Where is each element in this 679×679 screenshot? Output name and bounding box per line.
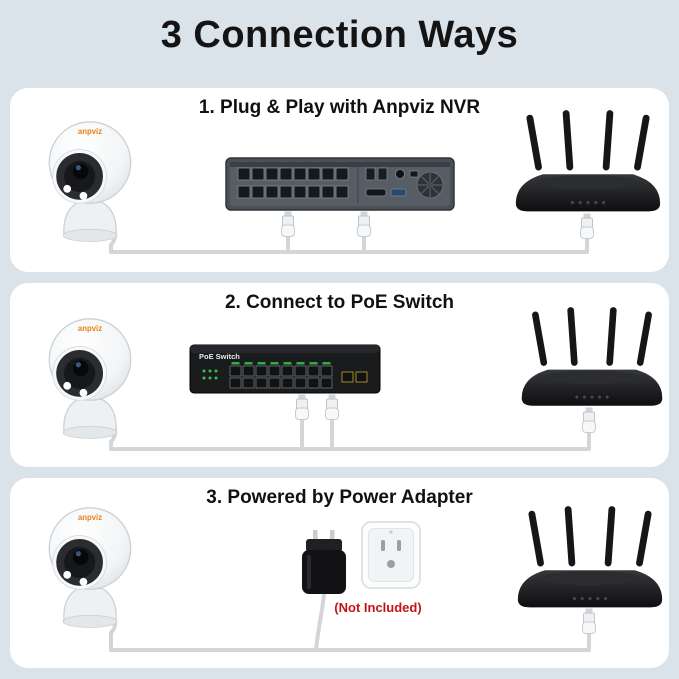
dome-camera bbox=[47, 121, 132, 243]
section-2-title: 2. Connect to PoE Switch bbox=[224, 292, 455, 313]
rj45-connector bbox=[582, 608, 596, 634]
rj45-connector bbox=[357, 211, 371, 237]
rj45-connector bbox=[281, 211, 295, 237]
nvr-port-grid bbox=[237, 167, 349, 199]
outlet-ground-hole bbox=[387, 560, 395, 568]
not-included-note: (Not Included) bbox=[334, 600, 421, 615]
ethernet-cables bbox=[102, 415, 591, 451]
adapter-highlight bbox=[307, 555, 311, 589]
adapter-prongs bbox=[313, 530, 335, 541]
panel-power-adapter: 3. Powered by Power Adapter bbox=[10, 478, 669, 668]
outlet-slots bbox=[381, 540, 401, 551]
dome-camera bbox=[47, 318, 132, 440]
rj45-connector bbox=[580, 213, 594, 239]
switch-leds bbox=[202, 369, 218, 380]
wifi-router bbox=[521, 306, 663, 406]
panel-plug-and-play-nvr: 1. Plug & Play with Anpviz NVR bbox=[10, 88, 669, 272]
section-3-title: 3. Powered by Power Adapter bbox=[206, 487, 473, 508]
nvr-fan-icon bbox=[416, 171, 444, 199]
nvr-hdmi-port bbox=[365, 188, 387, 197]
diagram-switch-connection: PoE Switch bbox=[47, 306, 663, 451]
switch-port-labels bbox=[231, 362, 331, 365]
switch-label: PoE Switch bbox=[199, 352, 240, 361]
nvr-vga-port bbox=[390, 188, 407, 197]
wifi-router bbox=[515, 109, 661, 212]
rj45-connector bbox=[325, 394, 339, 420]
nvr-power-jack bbox=[395, 169, 405, 179]
switch-uplink-ports bbox=[341, 371, 368, 383]
nvr-device bbox=[225, 157, 455, 211]
wall-outlet bbox=[361, 521, 421, 589]
rj45-connector bbox=[582, 407, 596, 433]
diagram-nvr-connection bbox=[47, 109, 661, 254]
page-title: 3 Connection Ways bbox=[160, 14, 519, 56]
panel-poe-switch: 2. Connect to PoE Switch PoE Switch bbox=[10, 283, 669, 467]
nvr-usb-ports bbox=[365, 167, 388, 181]
adapter-plug-head bbox=[306, 539, 342, 552]
section-1-title: 1. Plug & Play with Anpviz NVR bbox=[198, 97, 481, 118]
cable-adapter bbox=[314, 592, 326, 652]
switch-port-grid bbox=[229, 365, 333, 389]
rj45-connector bbox=[295, 394, 309, 420]
power-adapter bbox=[302, 530, 346, 594]
outlet-screw bbox=[389, 530, 393, 534]
wifi-router bbox=[517, 505, 663, 608]
diagram-adapter-connection: (Not Included) bbox=[47, 505, 663, 652]
adapter-body bbox=[302, 550, 346, 594]
nvr-power-switch bbox=[409, 170, 419, 178]
dome-camera bbox=[47, 507, 132, 629]
ethernet-cables bbox=[102, 218, 589, 254]
poe-switch-device: PoE Switch bbox=[189, 344, 381, 394]
